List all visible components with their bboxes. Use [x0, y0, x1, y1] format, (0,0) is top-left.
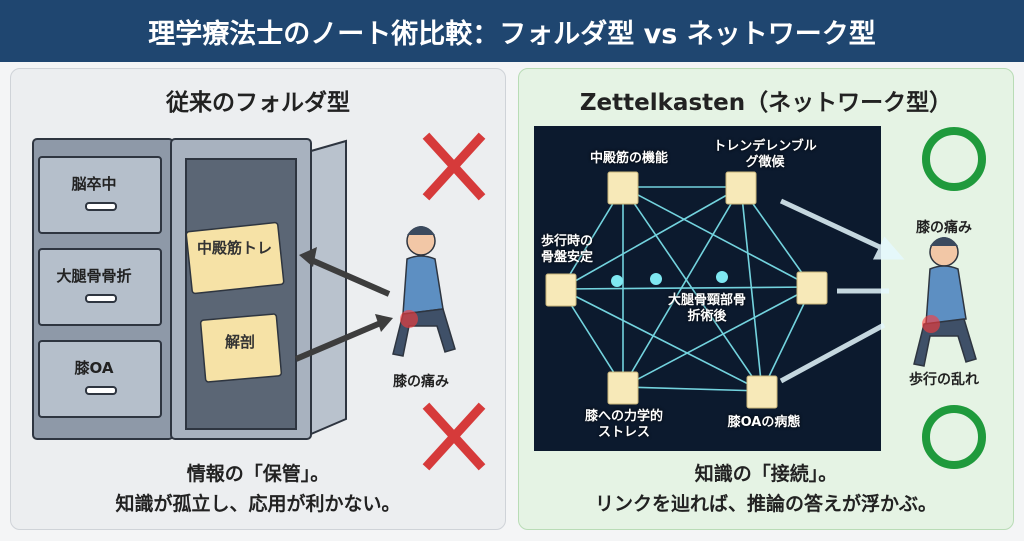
node-label: 膝OAの病態: [727, 415, 801, 430]
drawer-label: 脳卒中: [71, 175, 117, 193]
caption-line-2: リンクを辿れば、推論の答えが浮かぶ。: [594, 493, 937, 515]
node-label: 中殿筋の機能: [589, 151, 668, 166]
folder-label: 解剖: [225, 333, 256, 351]
person-label-bottom: 歩行の乱れ: [909, 372, 979, 388]
network-illustration: [534, 126, 986, 469]
cross-mark-icon: [422, 132, 486, 471]
node-label: 大腿骨頸部骨折術後: [667, 293, 746, 324]
drawer-label: 大腿骨骨折: [56, 267, 132, 285]
caption-line-1: 情報の「保管」。: [186, 463, 330, 485]
caption-line-2: 知識が孤立し、応用が利かない。: [115, 493, 401, 515]
node-label: 歩行時の骨盤安定: [540, 234, 593, 265]
circle-mark-icon: [922, 127, 986, 469]
person-label: 膝の痛み: [393, 374, 449, 390]
person-label-top: 膝の痛み: [916, 220, 972, 236]
filing-cabinet-illustration: [32, 132, 486, 471]
folder-type-panel: 従来のフォルダ型 脳卒中 大腿骨骨折 膝OA 中殿筋トレ 解剖 膝の痛み 情報の…: [10, 68, 506, 530]
node-label: トレンデレンブルグ徴候: [713, 139, 817, 170]
network-type-heading: Zettelkasten（ネットワーク型）: [579, 90, 953, 116]
folder-label: 中殿筋トレ: [197, 239, 273, 257]
page-title: 理学療法士のノート術比較：フォルダ型 vs ネットワーク型: [0, 0, 1024, 62]
caption-line-1: 知識の「接続」。: [694, 463, 838, 485]
folder-type-heading: 従来のフォルダ型: [166, 90, 350, 116]
node-label: 膝への力学的ストレス: [584, 409, 663, 440]
note-nodes: [545, 171, 828, 409]
network-type-panel: Zettelkasten（ネットワーク型） 中殿筋の機能 トレンデレンブルグ徴候…: [518, 68, 1014, 530]
drawer-label: 膝OA: [74, 359, 114, 377]
